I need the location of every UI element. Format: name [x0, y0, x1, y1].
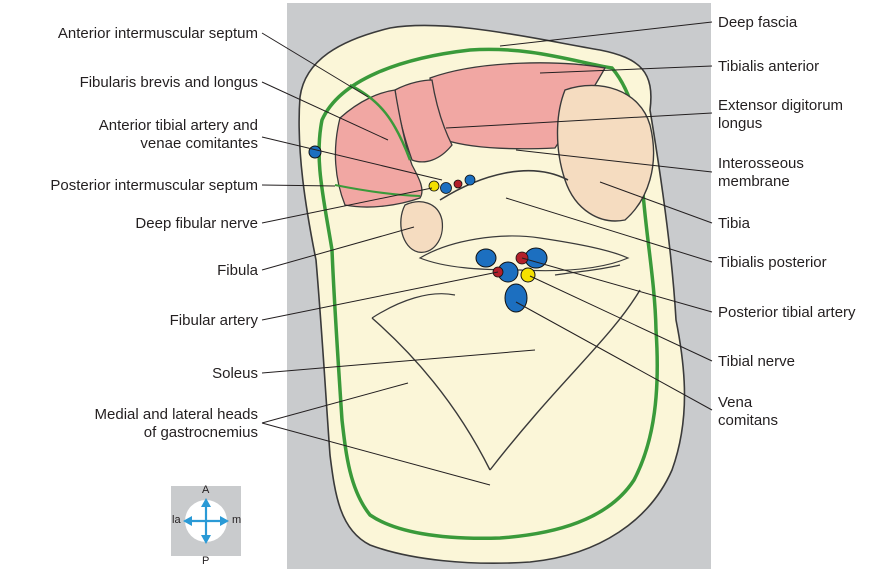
compass-label-medial: m: [232, 514, 241, 526]
label-extensor-line1: Extensor digitorum: [718, 97, 843, 115]
label-posterior-intermuscular-septum: Posterior intermuscular septum: [50, 177, 258, 195]
label-vena-comitans: Vena comitans: [718, 394, 778, 430]
label-gastrocnemius-line2: of gastrocnemius: [95, 424, 258, 442]
label-extensor-line2: longus: [718, 115, 843, 133]
label-anterior-intermuscular-septum: Anterior intermuscular septum: [58, 25, 258, 43]
artery-vessel: [454, 180, 462, 188]
nerve-bundle: [521, 268, 535, 282]
label-extensor-digitorum-longus: Extensor digitorum longus: [718, 97, 843, 133]
label-tibialis-anterior: Tibialis anterior: [718, 58, 819, 76]
label-fibularis-brevis-longus: Fibularis brevis and longus: [80, 74, 258, 92]
superficial-vein: [309, 146, 321, 158]
label-anterior-tibial-artery-line2: venae comitantes: [99, 135, 258, 153]
nerve-bundle: [429, 181, 439, 191]
label-deep-fascia: Deep fascia: [718, 14, 797, 32]
vein-vessel: [476, 249, 496, 267]
label-vena-comitans-line2: comitans: [718, 412, 778, 430]
compass-label-anterior: A: [202, 484, 209, 496]
fibula-bone: [401, 202, 443, 253]
vein-vessel: [465, 175, 475, 185]
label-fibular-artery: Fibular artery: [170, 312, 258, 330]
label-gastrocnemius-line1: Medial and lateral heads: [95, 406, 258, 424]
label-interosseous-membrane: Interosseous membrane: [718, 155, 804, 191]
label-interosseous-line2: membrane: [718, 173, 804, 191]
label-fibula: Fibula: [217, 262, 258, 280]
label-posterior-tibial-artery: Posterior tibial artery: [718, 304, 856, 322]
label-interosseous-line1: Interosseous: [718, 155, 804, 173]
label-tibia: Tibia: [718, 215, 750, 233]
label-gastrocnemius: Medial and lateral heads of gastrocnemiu…: [95, 406, 258, 442]
label-vena-comitans-line1: Vena: [718, 394, 778, 412]
compass-label-posterior: P: [202, 555, 209, 567]
label-anterior-tibial-artery-line1: Anterior tibial artery and: [99, 117, 258, 135]
vein-vessel: [505, 284, 527, 312]
compass-label-lateral: la: [172, 514, 181, 526]
label-anterior-tibial-artery: Anterior tibial artery and venae comitan…: [99, 117, 258, 153]
orientation-compass: [171, 486, 241, 556]
label-tibialis-posterior: Tibialis posterior: [718, 254, 827, 272]
label-deep-fibular-nerve: Deep fibular nerve: [135, 215, 258, 233]
vein-vessel: [441, 183, 452, 194]
label-soleus: Soleus: [212, 365, 258, 383]
label-tibial-nerve: Tibial nerve: [718, 353, 795, 371]
